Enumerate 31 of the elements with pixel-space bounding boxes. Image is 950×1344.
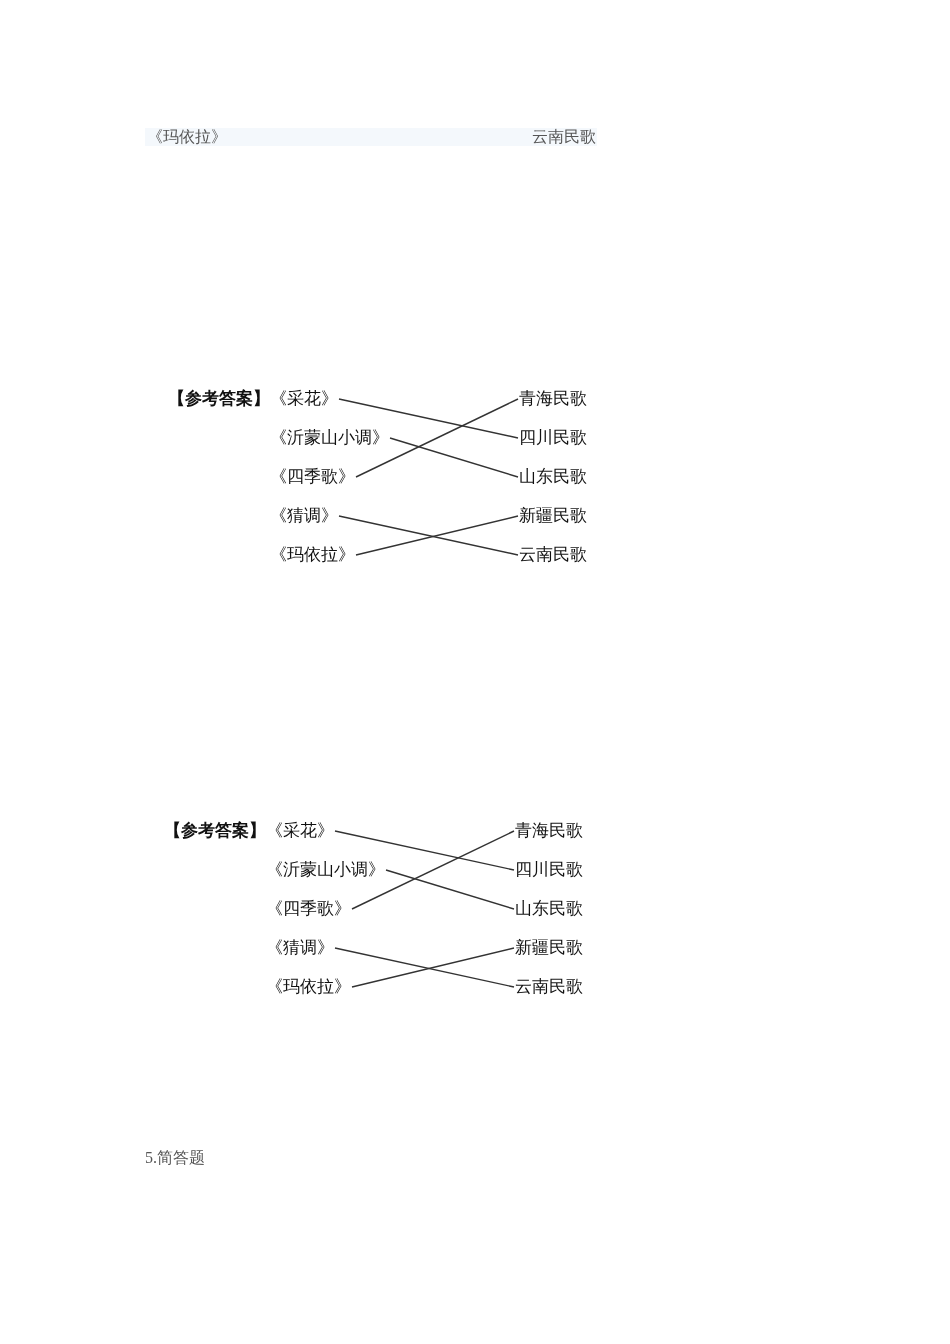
song-title: 《玛依拉》: [266, 976, 351, 996]
answer-option: 山东民歌: [515, 898, 583, 918]
answer-option: 山东民歌: [519, 466, 587, 486]
answer-option: 青海民歌: [515, 820, 583, 840]
answer-heading: 【参考答案】: [164, 820, 266, 840]
connector-line: [334, 830, 515, 871]
song-title: 《猜调》: [270, 505, 338, 525]
song-title: 《采花》: [266, 820, 334, 840]
connector-line: [338, 398, 519, 439]
question-heading: 5.简答题: [145, 1148, 205, 1168]
region-text: 云南民歌: [532, 127, 596, 147]
connector-line: [389, 437, 519, 478]
answer-option: 四川民歌: [515, 859, 583, 879]
song-title: 《四季歌》: [266, 898, 351, 918]
song-title: 《四季歌》: [270, 466, 355, 486]
song-title: 《玛依拉》: [270, 544, 355, 564]
connector-line: [355, 398, 519, 478]
answer-option: 四川民歌: [519, 427, 587, 447]
connector-line: [351, 830, 515, 910]
connector-line: [385, 869, 515, 910]
answer-option: 云南民歌: [515, 976, 583, 996]
answer-heading: 【参考答案】: [168, 388, 270, 408]
answer-option: 新疆民歌: [515, 937, 583, 957]
song-title: 《沂蒙山小调》: [266, 859, 385, 879]
answer-option: 新疆民歌: [519, 505, 587, 525]
answer-option: 青海民歌: [519, 388, 587, 408]
song-title: 《玛依拉》: [147, 127, 227, 147]
answer-option: 云南民歌: [519, 544, 587, 564]
song-title: 《沂蒙山小调》: [270, 427, 389, 447]
song-title: 《猜调》: [266, 937, 334, 957]
song-title: 《采花》: [270, 388, 338, 408]
